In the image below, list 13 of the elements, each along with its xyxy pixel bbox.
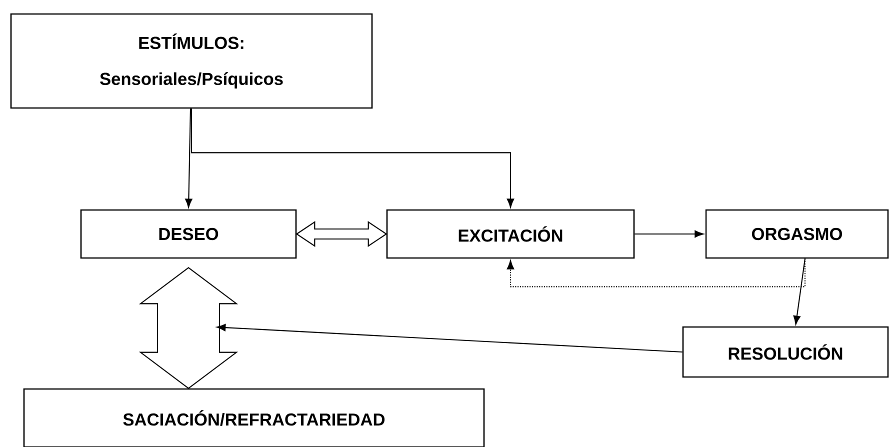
process-box: EXCITACIÓN xyxy=(386,209,635,259)
arrow xyxy=(634,230,704,238)
stimulus-box: ESTÍMULOS: Sensoriales/Psíquicos xyxy=(10,13,373,109)
arrow xyxy=(793,258,806,325)
process-box: DESEO xyxy=(80,209,297,259)
process-box: RESOLUCIÓN xyxy=(682,326,889,378)
process-box: ORGASMO xyxy=(705,209,889,259)
arrow xyxy=(190,108,514,208)
arrow xyxy=(185,108,192,208)
process-box: SACIACIÓN/REFRACTARIEDAD xyxy=(23,388,485,447)
arrow xyxy=(506,258,806,288)
double-arrow xyxy=(138,267,238,389)
arrow xyxy=(216,324,682,353)
